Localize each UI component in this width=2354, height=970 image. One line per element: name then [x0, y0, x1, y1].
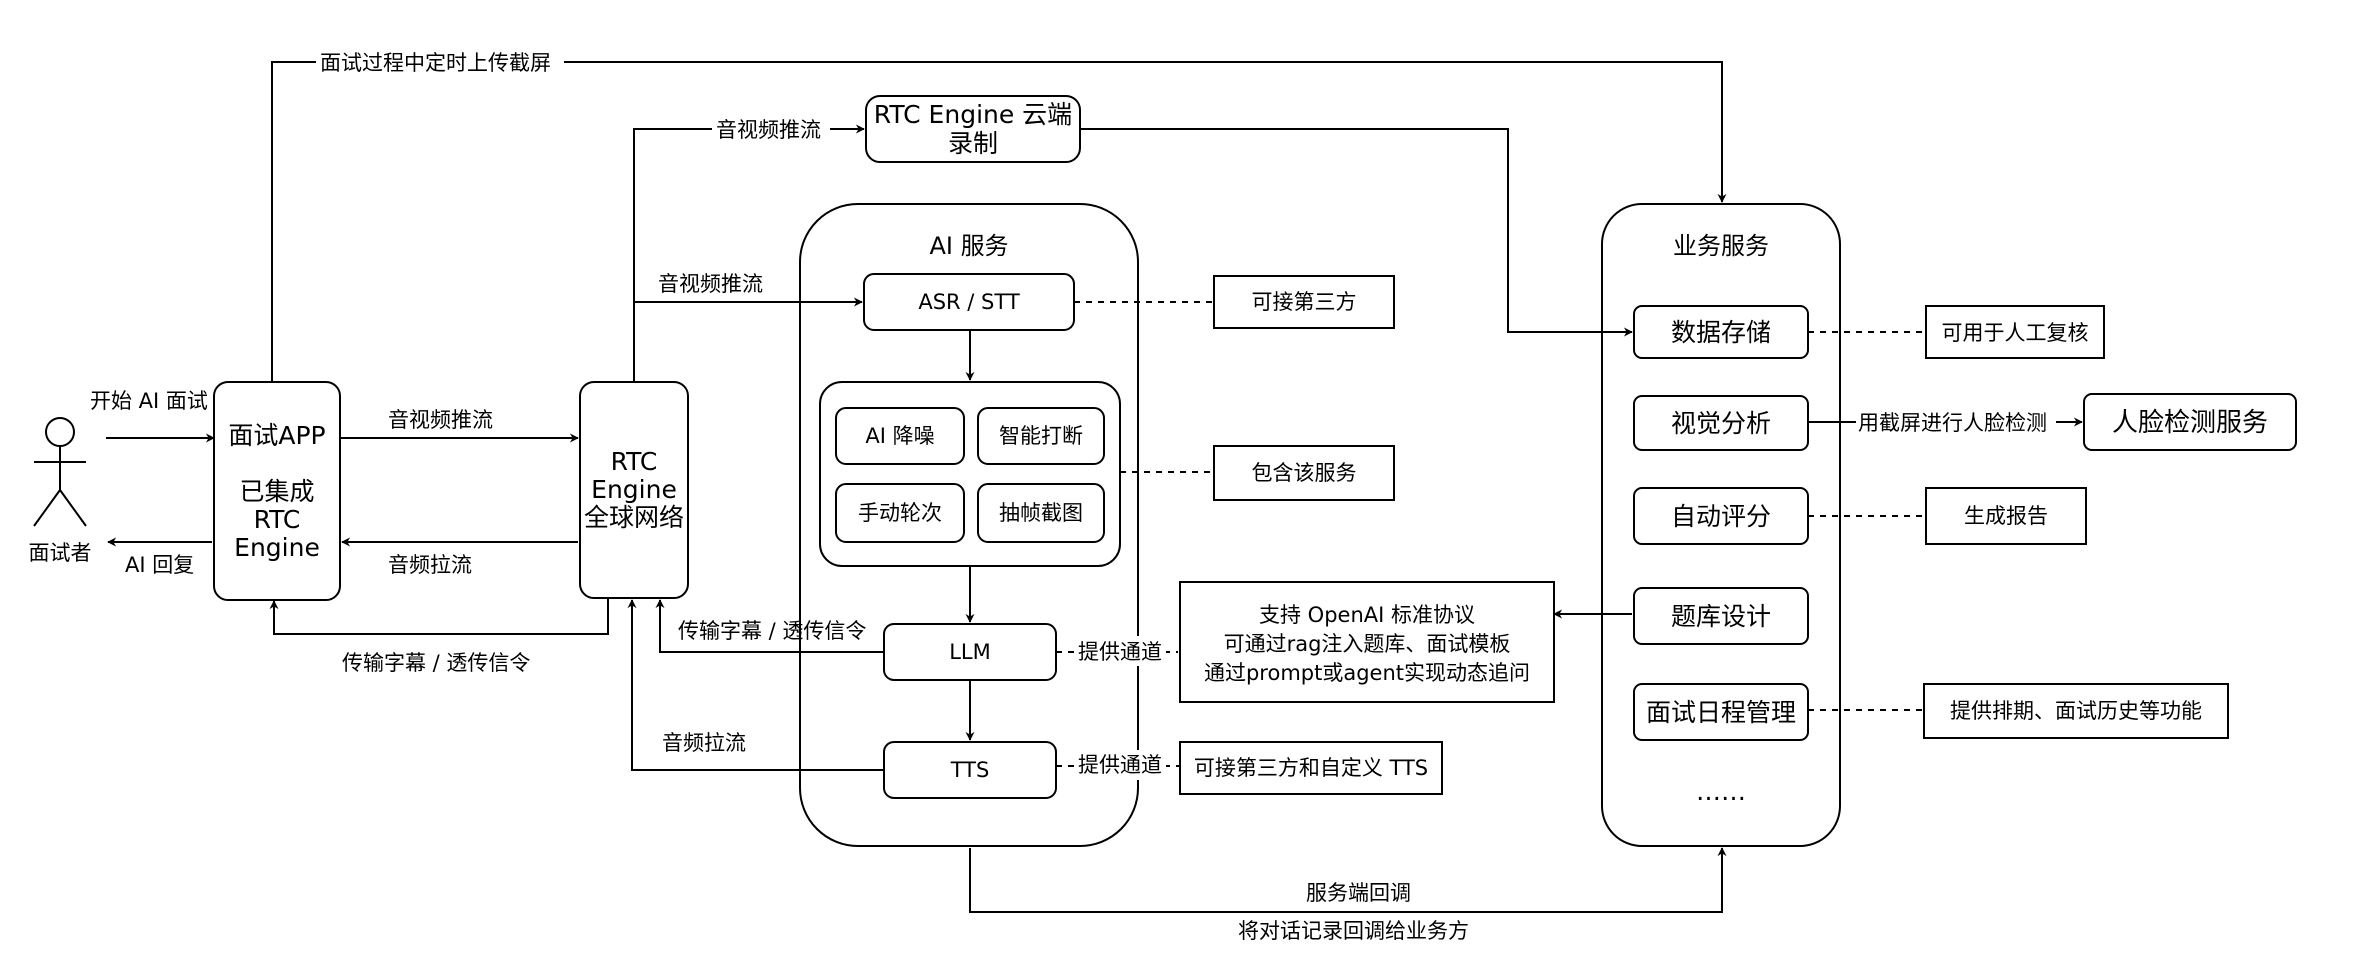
- asr-label: ASR / STT: [918, 290, 1020, 314]
- cloud-recording-line2: 录制: [948, 129, 998, 158]
- note-asr: [1213, 275, 1395, 329]
- edge-llm-to-rtc: [655, 599, 884, 653]
- note-llm-line3: 通过prompt或agent实现动态追问: [1204, 661, 1530, 685]
- edge-label-rtc-to-app: 音频拉流: [388, 553, 472, 577]
- note-scoring: [1925, 487, 2087, 545]
- ai-noise-reduction-label: AI 降噪: [865, 424, 934, 448]
- cloud-recording-line1: RTC Engine 云端: [874, 100, 1072, 129]
- auto-scoring-node: [1633, 487, 1809, 545]
- face-detection-service-label: 人脸检测服务: [2112, 408, 2268, 438]
- rtc-network-line2: Engine: [591, 475, 677, 504]
- frame-capture-node: [977, 483, 1105, 543]
- actor-stick-figure: [33, 417, 87, 527]
- edge-label-screenshot: 面试过程中定时上传截屏: [320, 51, 551, 75]
- note-schedule: [1923, 683, 2229, 739]
- note-llm-line2: 可通过rag注入题库、面试模板: [1224, 632, 1511, 656]
- interview-app-line4: Engine: [234, 533, 320, 562]
- rtc-network-line3: 全球网络: [584, 503, 684, 532]
- edge-callback: [969, 847, 1727, 913]
- asr-node: [863, 273, 1075, 331]
- note-tts: [1179, 741, 1443, 795]
- edge-screenshot-upload: [271, 61, 1727, 382]
- edge-label-rtc-to-asr: 音视频推流: [658, 272, 763, 296]
- tts-node: [883, 741, 1057, 799]
- interview-app-line2: 已集成: [239, 477, 314, 506]
- question-bank-label: 题库设计: [1671, 602, 1771, 631]
- edge-label-rtc-to-recording: 音视频推流: [716, 118, 821, 142]
- frame-capture-label: 抽帧截图: [999, 501, 1083, 525]
- llm-node: [883, 623, 1057, 681]
- business-service-title: 业务服务: [1673, 232, 1769, 260]
- edge-label-start: 开始 AI 面试: [90, 389, 208, 413]
- edge-label-llm-channel: 提供通道: [1078, 640, 1162, 664]
- manual-turn-node: [835, 483, 965, 543]
- smart-interrupt-node: [977, 407, 1105, 465]
- note-storage: [1925, 305, 2105, 359]
- edge-label-reply: AI 回复: [125, 553, 194, 577]
- note-storage-text: 可用于人工复核: [1942, 321, 2089, 345]
- llm-label: LLM: [949, 640, 991, 664]
- interview-app-line1: 面试APP: [228, 421, 325, 450]
- face-detection-service-node: [2083, 393, 2297, 451]
- note-grid: [1213, 445, 1395, 501]
- note-asr-text: 可接第三方: [1252, 290, 1357, 314]
- interview-app-line3: RTC: [254, 505, 301, 534]
- business-more-ellipsis: ……: [1696, 777, 1746, 806]
- edge-label-bottom-subtitles: 传输字幕 / 透传信令: [342, 651, 530, 675]
- note-scoring-text: 生成报告: [1964, 504, 2048, 528]
- edge-rtc-to-app-subtitles: [269, 598, 609, 635]
- edge-label-callback-2: 将对话记录回调给业务方: [1238, 919, 1469, 943]
- data-storage-label: 数据存储: [1671, 318, 1771, 347]
- visual-analysis-node: [1633, 395, 1809, 451]
- cloud-recording-node: [865, 95, 1081, 163]
- note-llm: [1179, 581, 1555, 703]
- note-schedule-text: 提供排期、面试历史等功能: [1950, 699, 2202, 723]
- interview-app-node: [213, 381, 341, 601]
- note-grid-text: 包含该服务: [1252, 461, 1357, 485]
- auto-scoring-label: 自动评分: [1671, 502, 1771, 531]
- edge-label-callback-1: 服务端回调: [1306, 881, 1411, 905]
- rtc-network-line1: RTC: [611, 447, 658, 476]
- edge-label-tts-audio: 音频拉流: [662, 731, 746, 755]
- note-llm-line1: 支持 OpenAI 标准协议: [1259, 603, 1475, 627]
- manual-turn-label: 手动轮次: [858, 501, 942, 525]
- edge-recording-to-storage: [1080, 128, 1633, 337]
- tts-label: TTS: [950, 758, 990, 782]
- edge-label-tts-channel: 提供通道: [1078, 753, 1162, 777]
- edge-tts-to-rtc: [627, 599, 884, 771]
- ai-noise-reduction-node: [835, 407, 965, 465]
- interview-schedule-label: 面试日程管理: [1646, 698, 1796, 727]
- edge-label-app-to-rtc: 音视频推流: [388, 408, 493, 432]
- rtc-network-node: [579, 381, 689, 599]
- edge-label-face-detect: 用截屏进行人脸检测: [1858, 411, 2047, 435]
- edge-label-llm-subtitles: 传输字幕 / 透传信令: [678, 619, 866, 643]
- note-tts-text: 可接第三方和自定义 TTS: [1194, 756, 1428, 780]
- actor-label: 面试者: [29, 541, 92, 565]
- visual-analysis-label: 视觉分析: [1671, 409, 1771, 438]
- question-bank-node: [1633, 587, 1809, 645]
- smart-interrupt-label: 智能打断: [999, 424, 1083, 448]
- ai-service-title: AI 服务: [929, 232, 1008, 260]
- edge-rtc-to-asr: [633, 297, 863, 382]
- data-storage-node: [1633, 305, 1809, 359]
- interview-schedule-node: [1633, 683, 1809, 741]
